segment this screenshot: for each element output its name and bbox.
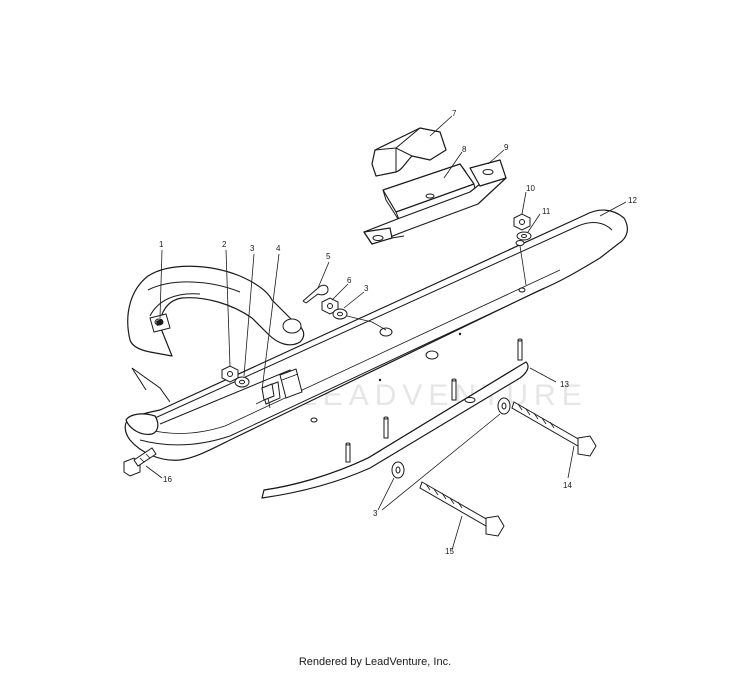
callout-8: 8: [462, 145, 467, 154]
callout-13: 13: [560, 380, 569, 389]
leader-lines: [145, 115, 627, 551]
nut-2: [221, 365, 239, 383]
handle-locator-line-2: [131, 367, 147, 391]
ski-body: [124, 209, 628, 461]
watermark-text: LEADVENTURE: [300, 379, 588, 412]
callout-11: 11: [542, 207, 551, 216]
callout-16: 16: [163, 475, 172, 484]
callout-9: 9: [504, 143, 509, 152]
washer-3d: [497, 397, 511, 415]
nut-10: [513, 213, 531, 231]
callout-3-upper: 3: [250, 244, 255, 253]
callout-6: 6: [347, 276, 352, 285]
callout-1: 1: [159, 240, 164, 249]
callout-5: 5: [326, 252, 331, 261]
ski-loop-handle: [127, 265, 305, 357]
callout-12: 12: [628, 196, 637, 205]
washer-3b: [332, 308, 348, 320]
rendered-by-footer: Rendered by LeadVenture, Inc.: [298, 656, 452, 668]
bolt-16: [123, 447, 157, 477]
wear-bar-13: [261, 338, 529, 499]
callout-14: 14: [563, 481, 572, 490]
handle-locator-line: [131, 367, 171, 403]
washer-3c: [391, 461, 405, 479]
callout-3-lower: 3: [373, 509, 378, 518]
locator-line-washer-3b: [346, 315, 387, 331]
callout-7: 7: [452, 109, 457, 118]
washer-11: [516, 231, 532, 241]
callout-15: 15: [445, 547, 454, 556]
bolt-14: [511, 401, 597, 457]
washer-3a: [234, 376, 250, 388]
callout-4: 4: [276, 244, 281, 253]
callout-2: 2: [222, 240, 227, 249]
cotter-pin-5: [302, 284, 329, 304]
bolt-15: [419, 481, 505, 537]
callout-10: 10: [526, 184, 535, 193]
spacer-4: [261, 383, 275, 401]
cushion-7: [371, 127, 447, 177]
mount-plate-9: [363, 159, 507, 245]
callout-3-middle: 3: [364, 284, 369, 293]
